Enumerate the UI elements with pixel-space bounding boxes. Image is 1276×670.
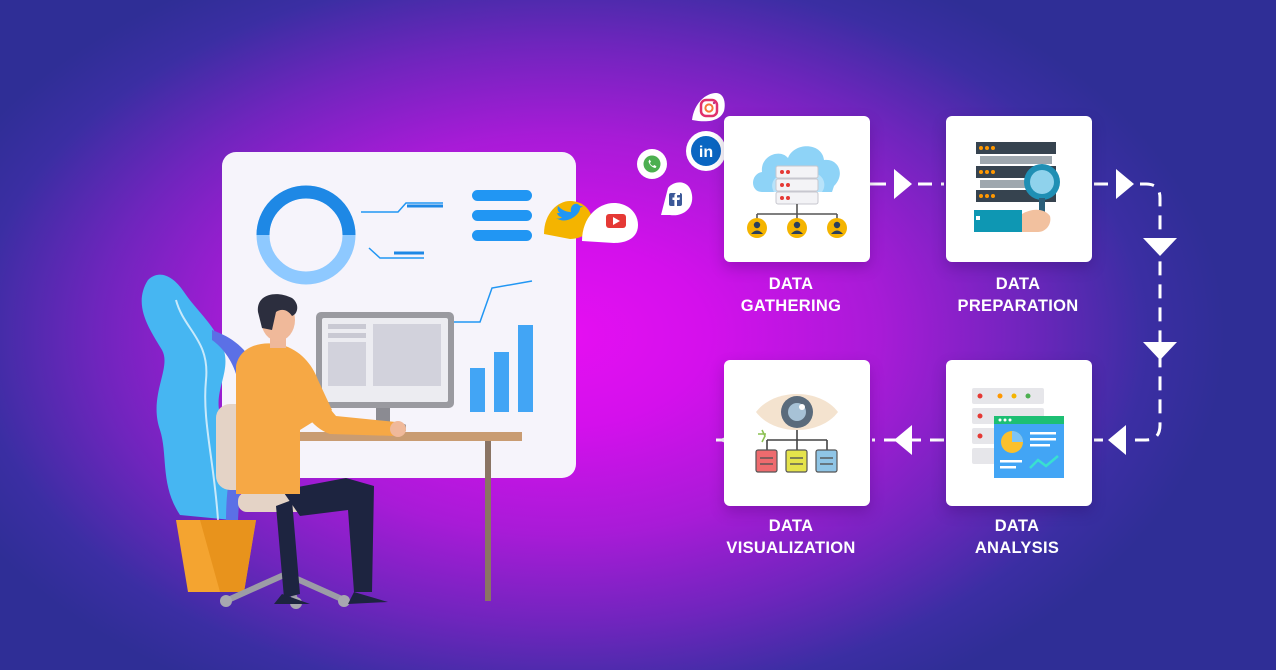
eye-hierarchy-icon (755, 394, 838, 473)
facebook-icon (661, 182, 693, 216)
arrowheads (718, 169, 1177, 455)
step-label-gathering: DATA GATHERING (681, 273, 901, 317)
pointer-lines (361, 202, 533, 323)
step-card-visualization (724, 360, 870, 506)
step-label-line2: ANALYSIS (974, 539, 1060, 557)
arrow-left-1 (1108, 425, 1126, 455)
step-label-line2: VISUALIZATION (726, 539, 856, 557)
arrow-right-2 (1116, 169, 1134, 199)
youtube-icon (582, 203, 638, 243)
server-magnifier-icon (974, 142, 1060, 232)
step-label-visualization: DATA VISUALIZATION (681, 515, 901, 559)
step-label-preparation: DATA PREPARATION (908, 273, 1128, 317)
step-label-analysis: DATA ANALYSIS (907, 515, 1127, 559)
menu-bars-icon (472, 190, 532, 241)
plant-icon (141, 274, 259, 592)
step-label-line1: DATA (768, 275, 814, 293)
step-label-line2: GATHERING (740, 297, 842, 315)
linkedin-icon: in (686, 131, 726, 171)
whatsapp-icon (637, 149, 667, 179)
arrow-down-2 (1143, 342, 1177, 360)
social-bubbles: in (544, 93, 726, 243)
person-at-computer (236, 294, 406, 604)
step-label-line2: PREPARATION (957, 297, 1079, 315)
arrow-down-1 (1143, 238, 1177, 256)
arrow-left-2 (894, 425, 912, 455)
step-label-line1: DATA (768, 517, 814, 535)
step-card-analysis (946, 360, 1092, 506)
bar-chart-icon (470, 325, 533, 412)
step-label-line1: DATA (994, 517, 1040, 535)
instagram-icon (692, 93, 725, 122)
donut-chart-icon (256, 185, 356, 285)
step-label-line1: DATA (995, 275, 1041, 293)
svg-text:in: in (699, 144, 713, 161)
analytics-dashboard-icon (972, 388, 1064, 478)
cloud-server-icon (747, 146, 847, 238)
twitter-icon (544, 201, 592, 239)
arrow-right-1 (894, 169, 912, 199)
step-card-preparation (946, 116, 1092, 262)
desk (292, 432, 522, 601)
step-card-gathering (724, 116, 870, 262)
